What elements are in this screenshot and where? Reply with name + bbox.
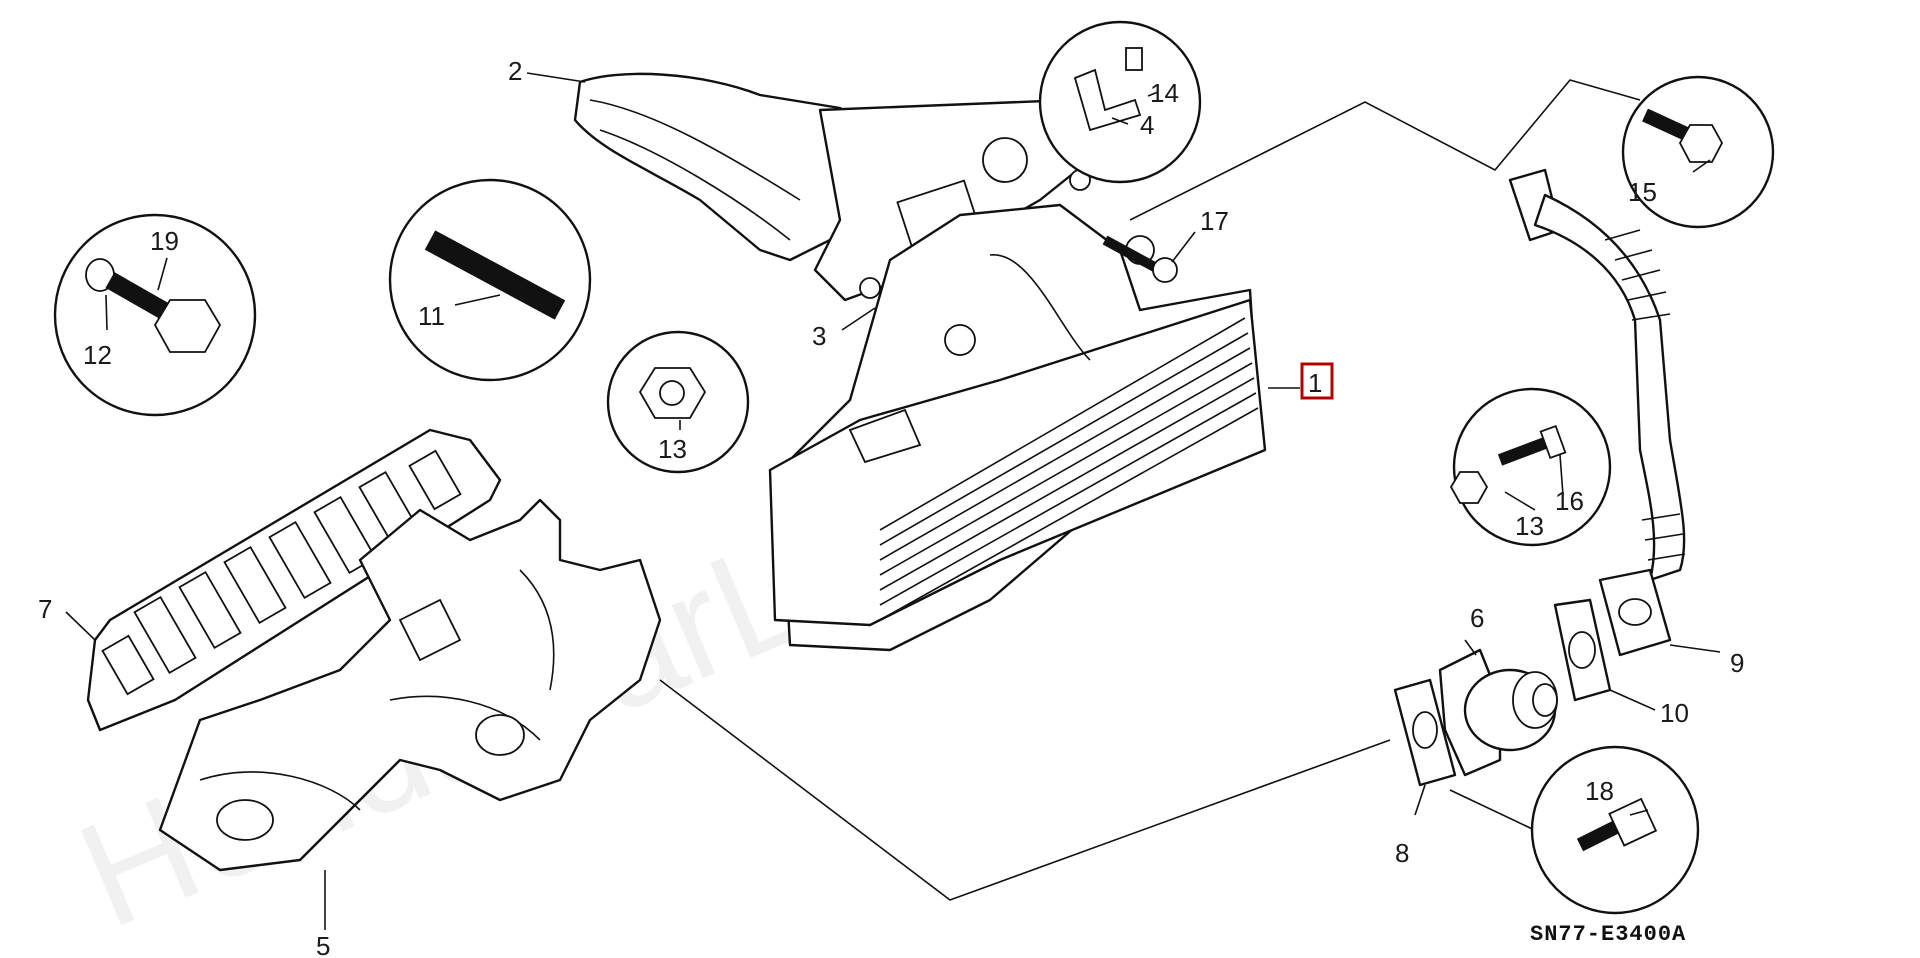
detail-circle-11[interactable] [388, 178, 592, 382]
callout-15[interactable]: 15 [1628, 177, 1657, 207]
callout-6[interactable]: 6 [1470, 603, 1484, 633]
detail-circle-12-19[interactable] [53, 213, 257, 417]
egr-pipe-connector-line [1449, 789, 1546, 836]
callout-9[interactable]: 9 [1730, 648, 1744, 678]
callout-11[interactable]: 11 [418, 301, 445, 331]
callout-19[interactable]: 19 [150, 226, 179, 256]
assembly-connector-line [1129, 79, 1641, 221]
part-17-bolt[interactable] [1102, 235, 1178, 283]
egr-pipe-bellows [1604, 229, 1686, 561]
heat-shield-fins [879, 317, 1259, 621]
part-6-egr-valve[interactable] [1438, 648, 1558, 777]
callout-1[interactable]: 1 [1308, 368, 1322, 398]
part-1-heat-shield[interactable] [768, 203, 1267, 652]
callout-10[interactable]: 10 [1660, 698, 1689, 728]
callout-13-right[interactable]: 13 [1515, 511, 1544, 541]
callout-18[interactable]: 18 [1585, 776, 1614, 806]
callout-14[interactable]: 14 [1150, 78, 1179, 108]
detail-circle-4-14[interactable] [1038, 20, 1202, 184]
callout-7[interactable]: 7 [38, 594, 52, 624]
callout-12[interactable]: 12 [83, 340, 112, 370]
part-9-egr-pipe[interactable] [1508, 168, 1686, 657]
part-8-gasket[interactable] [1393, 678, 1457, 787]
part-10-gasket[interactable] [1553, 598, 1612, 702]
detail-circle-15[interactable] [1621, 75, 1775, 229]
detail-circle-13-nut[interactable] [606, 330, 750, 474]
callout-8[interactable]: 8 [1395, 838, 1409, 868]
detail-circle-13-16[interactable] [1449, 387, 1612, 547]
callout-13-left[interactable]: 13 [658, 434, 687, 464]
selected-part-highlight [1300, 362, 1334, 400]
callout-17[interactable]: 17 [1200, 206, 1229, 236]
callout-5[interactable]: 5 [316, 931, 330, 958]
callout-3[interactable]: 3 [812, 321, 826, 351]
callout-labels: 1 2 3 4 5 6 7 8 9 10 11 12 13 13 14 15 1… [38, 56, 1744, 958]
callout-2[interactable]: 2 [508, 56, 522, 86]
callout-16[interactable]: 16 [1555, 486, 1584, 516]
leader-lines [65, 72, 1721, 930]
detail-circle-18[interactable] [1530, 745, 1700, 915]
manifold-connector-line [659, 679, 1391, 901]
diagram-code: SN77-E3400A [1530, 922, 1686, 947]
part-5-exhaust-manifold[interactable] [158, 498, 662, 872]
callout-4[interactable]: 4 [1140, 110, 1154, 140]
